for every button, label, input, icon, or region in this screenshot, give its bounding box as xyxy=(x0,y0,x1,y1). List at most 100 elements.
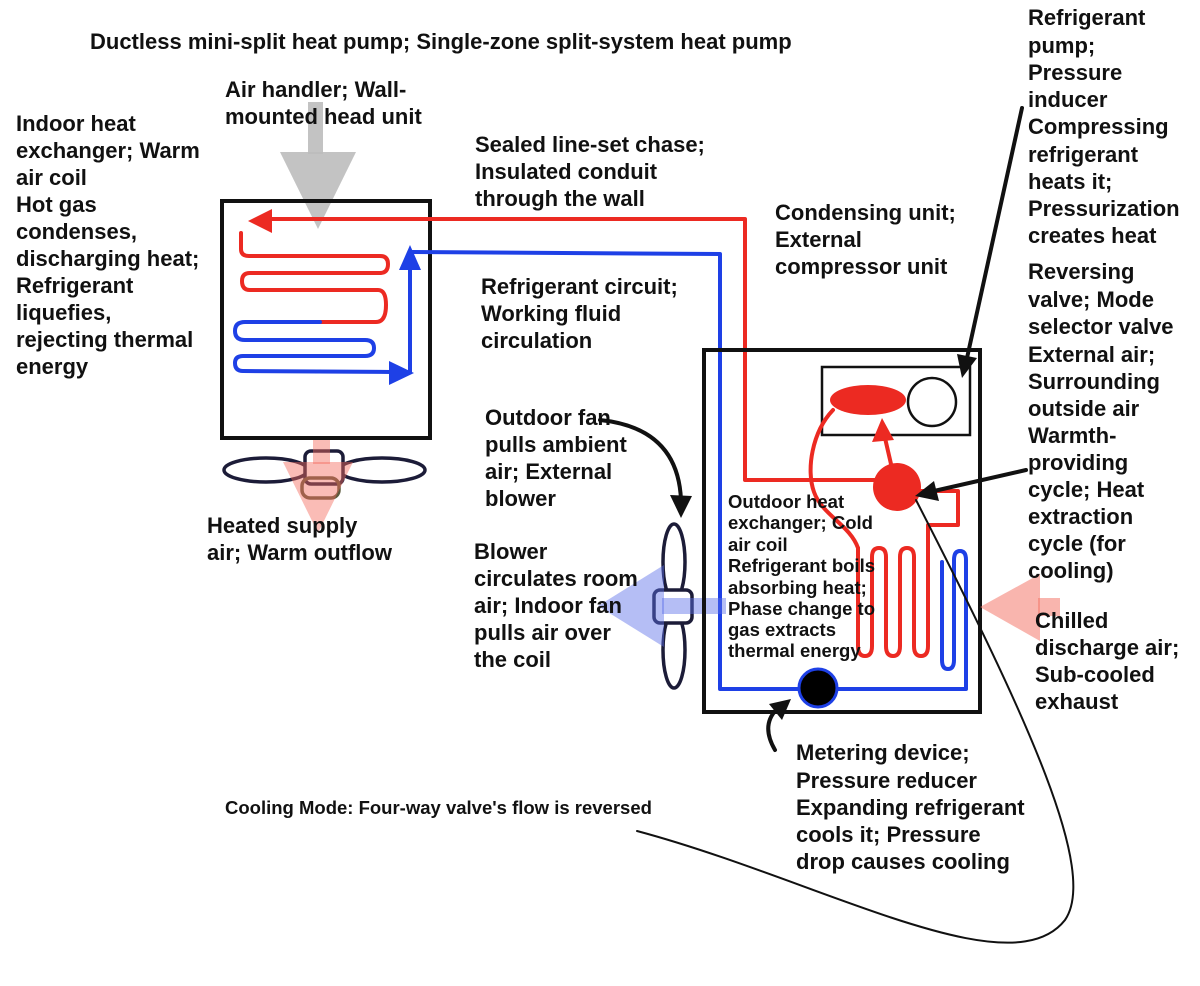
exhaust-air-arrow-stem xyxy=(1038,598,1060,616)
compressor-pointer-line xyxy=(965,106,1024,360)
label-line: External xyxy=(775,227,862,252)
supply-air-arrow xyxy=(283,440,353,533)
condensing-unit-label: Condensing unit; External compressor uni… xyxy=(775,200,962,279)
label-line: exhaust xyxy=(1035,689,1119,714)
label-line: air coil xyxy=(728,534,788,555)
valve-to-compressor-arrow-head xyxy=(872,418,894,442)
intake-air-arrow xyxy=(280,102,356,229)
indoor-fan xyxy=(222,449,427,500)
label-line: cycle (for xyxy=(1028,531,1126,556)
label-line: Warmth- xyxy=(1028,423,1116,448)
label-line: inducer xyxy=(1028,87,1108,112)
outdoor-fan-pointer xyxy=(598,418,692,518)
label-line: discharging heat; xyxy=(16,246,199,271)
intake-air-arrow-stem xyxy=(308,102,323,154)
outdoor-fan-label: Outdoor fan pulls ambient air; External … xyxy=(485,405,633,511)
label-line: Refrigerant xyxy=(1028,5,1146,30)
chilled-air-label: Chilled discharge air; Sub-cooled exhaus… xyxy=(1035,608,1185,714)
label-line: exchanger; Cold xyxy=(728,512,873,533)
label-line: cools it; Pressure xyxy=(796,822,981,847)
metering-device-pointer xyxy=(766,699,791,752)
compressor-pointer xyxy=(957,106,1024,378)
label-line: pulls ambient xyxy=(485,432,627,457)
label-line: Blower xyxy=(474,539,548,564)
label-line: Insulated conduit xyxy=(475,159,658,184)
label-line: Reversing xyxy=(1028,259,1134,284)
label-line: rejecting thermal xyxy=(16,327,193,352)
air-handler-label: Air handler; Wall- mounted head unit xyxy=(225,77,422,129)
label-line: Outdoor heat xyxy=(728,491,844,512)
outdoor-coil-label: Outdoor heat exchanger; Cold air coil xyxy=(728,491,878,555)
cycle-label: Warmth- providing cycle; Heat extraction… xyxy=(1028,423,1150,583)
indoor-coil-outlet-arrow-head xyxy=(389,361,414,385)
outdoor-coil-cold-section xyxy=(836,549,968,691)
supply-air-arrow-stem xyxy=(313,440,330,464)
reversing-valve-label: Reversing valve; Mode selector valve xyxy=(1028,259,1174,339)
label-line: valve; Mode xyxy=(1028,287,1154,312)
label-line: Sub-cooled xyxy=(1035,662,1155,687)
label-line: Compressing xyxy=(1028,114,1169,139)
intake-air-arrow-head xyxy=(280,152,356,229)
label-line: condenses, xyxy=(16,219,137,244)
metering-device xyxy=(797,667,839,709)
label-line: through the wall xyxy=(475,186,645,211)
heated-air-label: Heated supply air; Warm outflow xyxy=(207,513,393,565)
label-line: air; Warm outflow xyxy=(207,540,393,565)
indoor-fan-hub xyxy=(303,449,345,486)
label-line: circulates room xyxy=(474,566,638,591)
refrigerant-circuit-label: Refrigerant circuit; Working fluid circu… xyxy=(481,274,684,353)
valve-to-compressor-line xyxy=(883,436,893,466)
label-line: outside air xyxy=(1028,396,1140,421)
cooling-mode-flow-curve xyxy=(636,499,1075,944)
outdoor-fan-pointer-head xyxy=(670,495,692,518)
reversing-valve-pointer-line xyxy=(932,468,1028,493)
label-line: Outdoor fan xyxy=(485,405,611,430)
compressor-label: Refrigerant pump; Pressure inducer xyxy=(1028,5,1151,112)
label-line: drop causes cooling xyxy=(796,849,1010,874)
label-line: the coil xyxy=(474,647,551,672)
reversing-valve xyxy=(873,463,921,511)
label-line: circulation xyxy=(481,328,592,353)
label-line: Working fluid xyxy=(481,301,621,326)
indoor-coil-hot-section xyxy=(239,231,390,324)
label-line: exchanger; Warm xyxy=(16,138,200,163)
label-line: Phase change to xyxy=(728,598,875,619)
label-line: Pressure reducer xyxy=(796,768,977,793)
condensation-note: Hot gas condenses, discharging heat; Ref… xyxy=(16,192,205,379)
outdoor-unit xyxy=(702,348,982,714)
label-line: air; External xyxy=(485,459,612,484)
compressor-discharge-line xyxy=(808,408,860,550)
label-line: Condensing unit; xyxy=(775,200,956,225)
line-set-label: Sealed line-set chase; Insulated conduit… xyxy=(475,132,711,211)
label-line: heats it; xyxy=(1028,169,1112,194)
indoor-coil-label: Indoor heat exchanger; Warm air coil xyxy=(16,111,206,190)
compression-note: Compressing refrigerant heats it; Pressu… xyxy=(1028,114,1186,248)
label-line: pump; xyxy=(1028,33,1095,58)
label-line: creates heat xyxy=(1028,223,1157,248)
label-line: energy xyxy=(16,354,89,379)
label-line: cooling) xyxy=(1028,558,1114,583)
label-line: air; Indoor fan xyxy=(474,593,622,618)
label-line: air coil xyxy=(16,165,87,190)
label-line: Air handler; Wall- xyxy=(225,77,406,102)
indoor-riser-arrow-head xyxy=(399,245,421,270)
label-line: Surrounding xyxy=(1028,369,1160,394)
label-line: Hot gas xyxy=(16,192,97,217)
label-line: Indoor heat xyxy=(16,111,136,136)
label-line: selector valve xyxy=(1028,314,1174,339)
label-line: gas extracts xyxy=(728,619,836,640)
metering-device-pointer-head xyxy=(769,699,791,720)
exhaust-air-arrow-head xyxy=(980,574,1040,641)
outdoor-fan-hub xyxy=(652,588,694,625)
indoor-fan-motor xyxy=(300,476,341,500)
label-line: Refrigerant circuit; xyxy=(481,274,678,299)
label-line: Chilled xyxy=(1035,608,1108,633)
label-line: Expanding refrigerant xyxy=(796,795,1025,820)
label-line: External air; xyxy=(1028,342,1155,367)
label-line: Metering device; xyxy=(796,740,970,765)
label-line: liquefies, xyxy=(16,300,111,325)
metering-device-label: Metering device; Pressure reducer xyxy=(796,740,977,793)
exhaust-air-arrow xyxy=(980,574,1060,641)
hot-gas-line-arrow-head xyxy=(248,209,272,233)
reversing-valve-pointer xyxy=(915,468,1028,501)
